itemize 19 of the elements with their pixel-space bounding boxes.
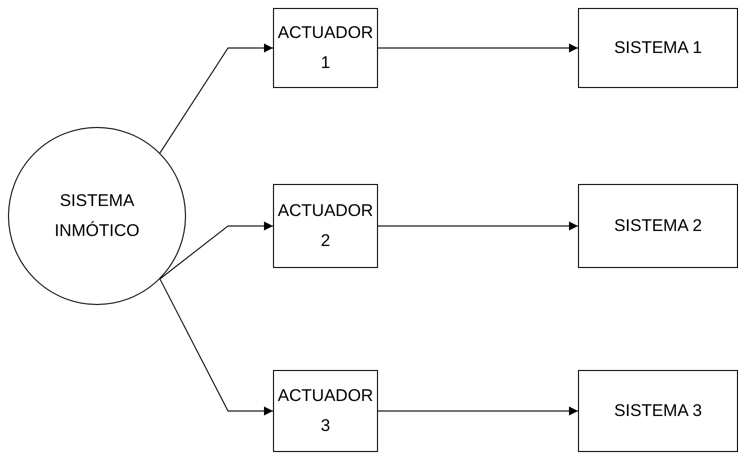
- node-label: SISTEMA INMÓTICO: [54, 190, 140, 242]
- process-box: [578, 8, 738, 88]
- arrow: [378, 406, 578, 416]
- process-box: [578, 184, 738, 268]
- process-box: [273, 184, 378, 268]
- node-label: SISTEMA 3: [614, 400, 702, 422]
- process-box: [273, 8, 378, 88]
- node-label: SISTEMA 1: [614, 37, 702, 59]
- node-label: ACTUADOR 3: [276, 385, 374, 437]
- arrow: [159, 44, 274, 154]
- arrow: [159, 222, 274, 280]
- process-box: [273, 370, 378, 452]
- node-label: ACTUADOR 1: [276, 22, 374, 74]
- node-label: ACTUADOR 2: [276, 200, 374, 252]
- process-box: [578, 370, 738, 452]
- node-label: SISTEMA 2: [614, 215, 702, 237]
- arrow: [159, 278, 274, 416]
- arrow: [378, 44, 578, 52]
- arrow: [378, 222, 578, 230]
